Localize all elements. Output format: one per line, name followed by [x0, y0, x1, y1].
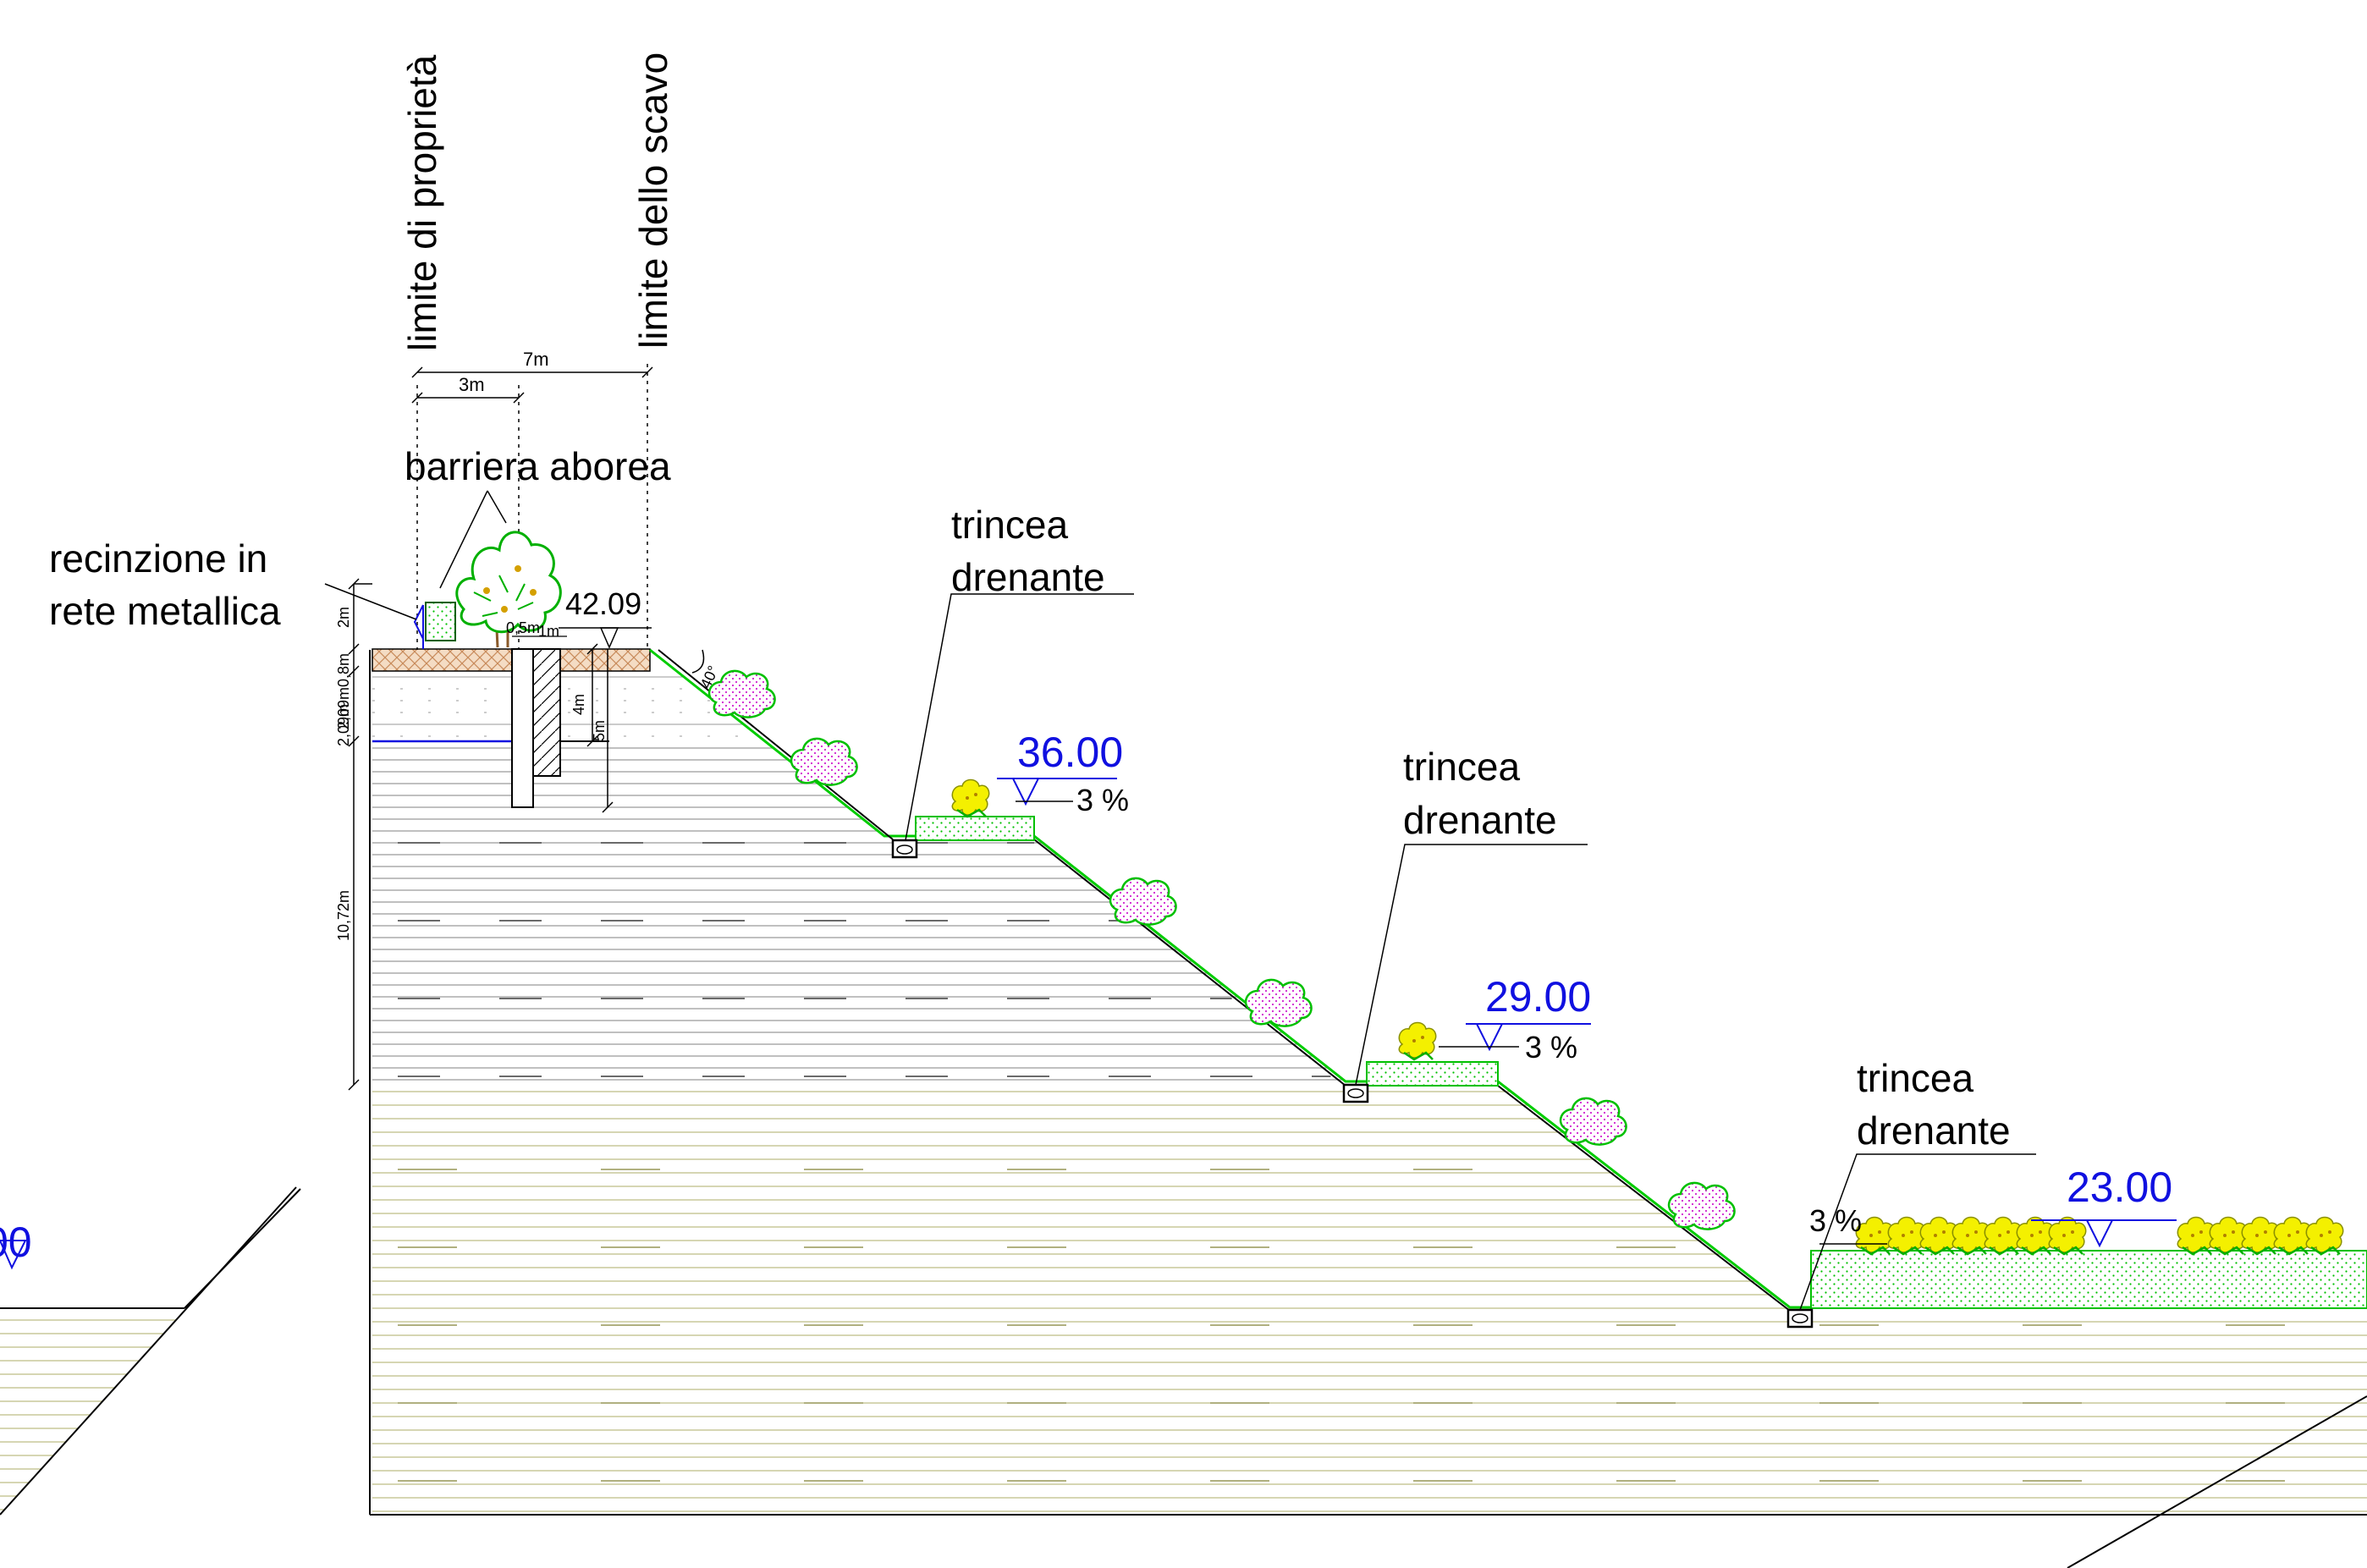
left-partial-section [0, 1186, 301, 1516]
elevation-bench2-marker [1466, 1023, 1591, 1052]
barriera-leader [439, 490, 507, 589]
section-outline [369, 650, 2367, 1516]
tree-icon [455, 531, 562, 648]
slope-label-3: 3 % [1809, 1203, 1862, 1238]
elevation-bench3: 23.00 [2067, 1164, 2172, 1211]
dim-fence-height: 2m [335, 607, 352, 628]
angle-arc [691, 649, 705, 674]
recinzione-leader [324, 583, 417, 620]
label-limite-scavo: limite dello scavo [631, 52, 675, 349]
slope-label-2: 3 % [1525, 1030, 1577, 1065]
drainage-trench-boxes [891, 839, 1814, 1329]
soil-strata [0, 676, 2367, 1512]
elevation-bench1: 36.00 [1017, 729, 1123, 776]
depth-dim-lines [586, 643, 614, 813]
left-dimension-chain [348, 578, 372, 1091]
flower-icon [2177, 1216, 2216, 1256]
flower-icon [1951, 1216, 1990, 1256]
label-barriera: barriera aborea [405, 444, 671, 488]
flower-icon [2305, 1216, 2344, 1256]
slope-profile [649, 648, 1811, 1309]
trincea-1-line1: trincea [951, 503, 1068, 547]
label-recinzione-2: rete metallica [49, 589, 281, 633]
slope-inner-line [658, 649, 1791, 1312]
trincea-2-line2: drenante [1403, 798, 1557, 842]
elevation-top: 42.09 [565, 586, 641, 621]
trincea-2-leader [1355, 844, 1588, 1086]
elevation-bench2: 29.00 [1485, 973, 1591, 1021]
bench-1 [915, 816, 1035, 841]
dim-wall-1: 1m [538, 623, 559, 640]
trincea-3-line2: drenante [1857, 1109, 2011, 1153]
dim-depth-5m: 5m [591, 720, 608, 741]
trincea-2-line1: trincea [1403, 745, 1520, 789]
elevation-left-partial: 00 [0, 1219, 32, 1266]
trincea-1-leader [905, 593, 1134, 841]
elevation-bench1-marker [997, 778, 1117, 806]
fence-icon [413, 604, 424, 649]
slope-label-1: 3 % [1076, 783, 1129, 817]
dim-3m: 3m [459, 374, 485, 395]
right-outer-line [2067, 1395, 2367, 1568]
label-limite-proprieta: limite di proprietà [400, 54, 444, 351]
trincea-3-leader [1799, 1153, 2036, 1311]
flower-icon [1887, 1216, 1926, 1256]
flower-icon [2241, 1216, 2280, 1256]
flower-icon [2048, 1216, 2087, 1256]
hedge [425, 602, 456, 641]
flower-icon [2209, 1216, 2248, 1256]
flower-icon [1919, 1216, 1958, 1256]
retaining-wall [511, 648, 609, 808]
flower-icon [2273, 1216, 2312, 1256]
dim-depth-4m: 4m [570, 694, 587, 715]
trincea-3-line1: trincea [1857, 1056, 1973, 1100]
dim-layer-3: 2,09m [335, 704, 352, 746]
dim-wall-05: 0,5m [506, 619, 540, 636]
elevation-top-marker [559, 627, 652, 649]
flower-icon [2016, 1216, 2055, 1256]
dim-7m: 7m [523, 349, 549, 370]
trincea-1-line2: drenante [951, 555, 1105, 599]
dim-lower-layer: 10,72m [335, 890, 352, 941]
bench-2 [1366, 1061, 1499, 1087]
dim-top-layer: 0,8m [335, 653, 352, 687]
label-recinzione-1: recinzione in [49, 536, 267, 580]
bench-3 [1810, 1250, 2367, 1309]
dim-layer-2: 2,09m [335, 687, 352, 729]
flower-icon [1984, 1216, 2023, 1256]
top-dimension-lines [411, 366, 653, 404]
elevation-bench3-marker [2031, 1219, 2177, 1248]
